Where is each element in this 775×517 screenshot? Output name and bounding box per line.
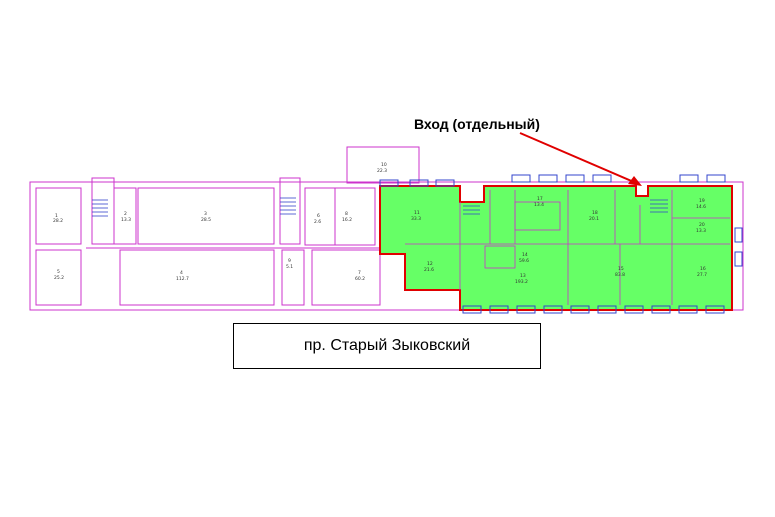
room-label: 17 — [537, 196, 543, 202]
left-room-labels: 1 28.2 2 13.3 3 28.5 4 112.7 5 25.2 6 2.… — [53, 162, 387, 282]
room-area: 60.2 — [355, 276, 365, 282]
room-area: 193.2 — [515, 279, 528, 285]
room-label: 13 — [520, 273, 526, 279]
highlighted-premises — [379, 185, 733, 311]
room-label: 6 — [317, 213, 320, 219]
room-area: 13.3 — [696, 228, 706, 234]
left-wing-rooms — [35, 177, 381, 306]
stairs-left — [92, 197, 296, 217]
room-label: 5 — [57, 269, 60, 275]
room-area: 16.2 — [342, 217, 352, 223]
stairs-right — [463, 199, 668, 215]
building-outline — [29, 181, 744, 311]
room-label: 8 — [345, 211, 348, 217]
room-label: 14 — [522, 252, 528, 258]
room-area: 22.3 — [377, 168, 387, 174]
entrance-arrow — [519, 132, 642, 186]
room-area: 13.4 — [534, 202, 544, 208]
top-annex — [346, 146, 420, 184]
room-area: 20.1 — [589, 216, 599, 222]
right-room-labels: 11 33.3 12 21.6 13 193.2 14 59.6 15 83.8… — [411, 196, 707, 285]
room-area: 59.6 — [519, 258, 529, 264]
room-label: 16 — [700, 266, 706, 272]
entrance-label: Вход (отдельный) — [414, 116, 540, 132]
room-label: 4 — [180, 270, 183, 276]
room-label: 3 — [204, 211, 207, 217]
room-label: 7 — [358, 270, 361, 276]
room-area: 28.5 — [201, 217, 211, 223]
windows — [379, 174, 743, 314]
room-label: 12 — [427, 261, 433, 267]
room-area: 83.8 — [615, 272, 625, 278]
room-label: 9 — [288, 258, 291, 264]
room-area: 28.2 — [53, 218, 63, 224]
room-area: 112.7 — [176, 276, 189, 282]
room-area: 2.6 — [314, 219, 321, 225]
room-area: 5.1 — [286, 264, 293, 270]
room-label: 20 — [699, 222, 705, 228]
green-area-walls — [405, 190, 730, 305]
room-label: 11 — [414, 210, 420, 216]
room-area: 13.3 — [121, 217, 131, 223]
room-area: 27.7 — [697, 272, 707, 278]
room-label: 18 — [592, 210, 598, 216]
room-area: 25.2 — [54, 275, 64, 281]
room-area: 21.6 — [424, 267, 434, 273]
room-area: 33.3 — [411, 216, 421, 222]
room-label: 2 — [124, 211, 127, 217]
street-label: пр. Старый Зыковский — [303, 337, 471, 354]
room-label: 1 — [55, 213, 58, 219]
street-label-box: пр. Старый Зыковский — [233, 323, 541, 369]
room-label: 19 — [699, 198, 705, 204]
room-label: 15 — [618, 266, 624, 272]
room-label: 10 — [381, 162, 387, 168]
room-area: 14.6 — [696, 204, 706, 210]
